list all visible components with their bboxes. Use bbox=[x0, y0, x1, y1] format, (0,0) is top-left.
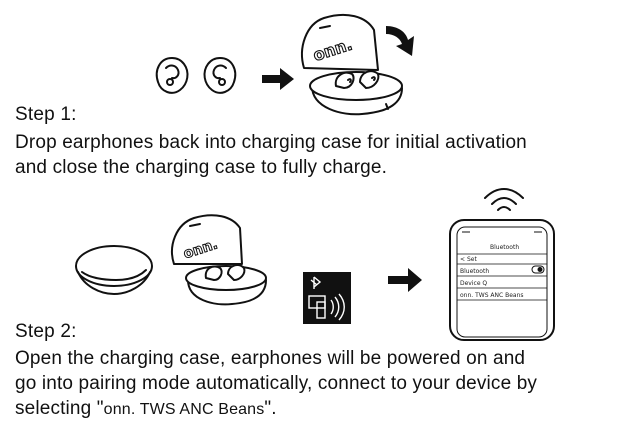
earbud-icon bbox=[155, 57, 237, 94]
bluetooth-pairing-icon bbox=[303, 272, 351, 324]
phone-icon: Bluetooth < Set Bluetooth Device Q onn. … bbox=[449, 219, 555, 341]
step2-line2: go into pairing mode automatically, conn… bbox=[15, 373, 538, 394]
phone-row-device-name[interactable]: onn. TWS ANC Beans bbox=[460, 292, 524, 299]
device-name: onn. TWS ANC Beans bbox=[103, 401, 265, 418]
phone-back[interactable]: < Set bbox=[460, 256, 477, 263]
step2-title: Step 2: bbox=[15, 321, 77, 342]
phone-header: Bluetooth bbox=[490, 244, 519, 251]
wifi-signal-icon bbox=[484, 188, 524, 211]
step1-title: Step 1: bbox=[15, 104, 77, 125]
step2-line3: selecting "onn. TWS ANC Beans". bbox=[15, 397, 277, 422]
arrow-right-icon bbox=[262, 68, 294, 90]
charging-case-closed-icon bbox=[75, 245, 153, 295]
step1-line1: Drop earphones back into charging case f… bbox=[15, 132, 527, 153]
step2-line1: Open the charging case, earphones will b… bbox=[15, 348, 526, 369]
arrow-right-icon bbox=[388, 268, 422, 292]
phone-row-bluetooth: Bluetooth bbox=[460, 268, 489, 275]
phone-row-device: Device Q bbox=[460, 280, 487, 287]
charging-case-open-icon: onn. bbox=[301, 13, 403, 116]
step2-line3-prefix: selecting " bbox=[15, 398, 104, 419]
step2-line3-suffix: ". bbox=[264, 398, 277, 419]
step1-line2: and close the charging case to fully cha… bbox=[15, 157, 388, 178]
curved-arrow-icon bbox=[386, 26, 414, 56]
charging-case-open-icon: onn. bbox=[171, 214, 267, 306]
